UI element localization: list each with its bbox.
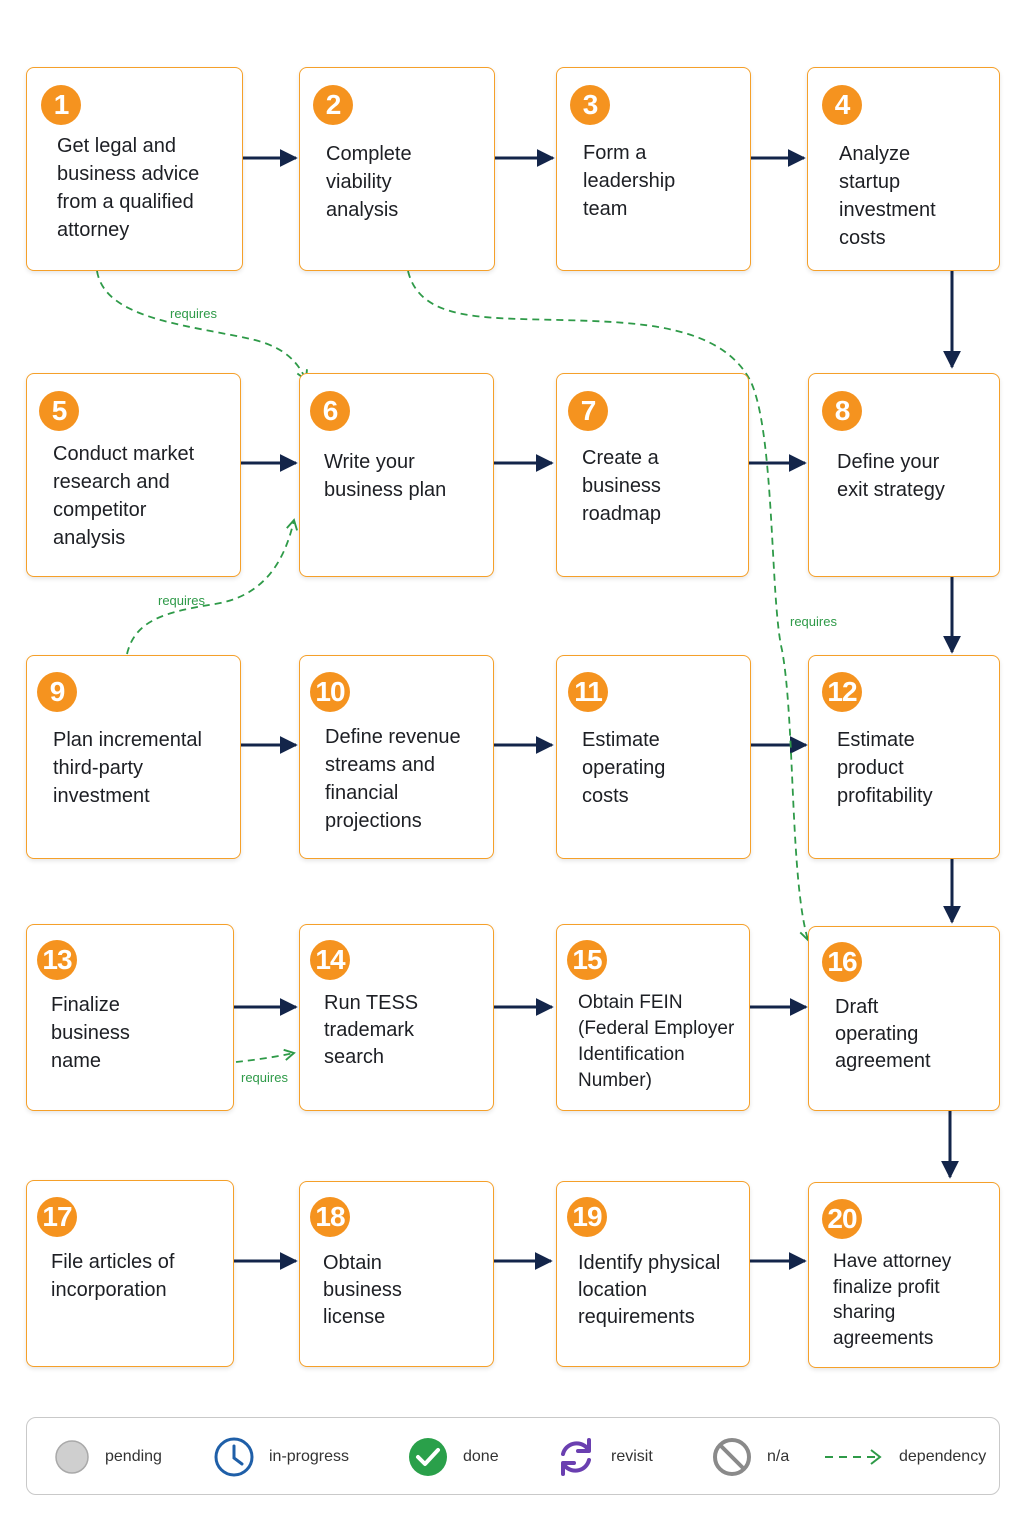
step-number-badge: 15 [567,940,607,980]
legend-label: dependency [899,1448,987,1465]
step-label: Analyze startup investment costs [839,143,936,249]
step-card-4[interactable]: 4 Analyze startup investment costs [807,67,1000,271]
pending-circle-icon [53,1438,91,1476]
step-number-badge: 17 [37,1197,77,1237]
step-number-badge: 7 [568,391,608,431]
step-number-badge: 16 [822,942,862,982]
dependency-label-13-14: requires [241,1070,288,1085]
step-number-badge: 20 [822,1199,862,1239]
step-label: Conduct market research and competitor a… [53,443,195,549]
legend-item-dependency: dependency [823,1418,986,1496]
dependency-label-9-6: requires [158,593,205,608]
legend-label: n/a [767,1448,790,1465]
legend-label: pending [105,1448,162,1465]
step-label: Run TESS trademark search [324,992,419,1068]
step-card-18[interactable]: 18 Obtain business license [299,1181,494,1367]
step-card-7[interactable]: 7 Create a business roadmap [556,373,749,577]
step-card-14[interactable]: 14 Run TESS trademark search [299,924,494,1111]
step-number-badge: 14 [310,940,350,980]
step-number-badge: 18 [310,1197,350,1237]
step-label: Draft operating agreement [835,996,931,1072]
step-label: Finalize business name [51,994,130,1072]
legend-item-na: n/a [711,1418,789,1496]
step-number-badge: 5 [39,391,79,431]
step-card-19[interactable]: 19 Identify physical location requiremen… [556,1181,750,1367]
step-card-5[interactable]: 5 Conduct market research and competitor… [26,373,241,577]
step-number-badge: 4 [822,85,862,125]
step-card-15[interactable]: 15 Obtain FEIN (Federal Employer Identif… [556,924,750,1111]
check-circle-icon [407,1436,449,1478]
step-card-20[interactable]: 20 Have attorney finalize profit sharing… [808,1182,1000,1368]
step-label: Complete viability analysis [326,143,412,221]
step-card-8[interactable]: 8 Define your exit strategy [808,373,1000,577]
step-number-badge: 6 [310,391,350,431]
dashed-arrow-icon [823,1447,885,1467]
step-label: Identify physical location requirements [578,1252,721,1328]
dependency-arrow-1-6 [96,270,308,382]
prohibited-icon [711,1436,753,1478]
step-number-badge: 8 [822,391,862,431]
dependency-label-2-16: requires [790,614,837,629]
legend-item-in-progress: in-progress [213,1418,349,1496]
step-card-13[interactable]: 13 Finalize business name [26,924,234,1111]
legend-label: in-progress [269,1448,350,1465]
legend-item-done: done [407,1418,499,1496]
step-card-1[interactable]: 1 Get legal and business advice from a q… [26,67,243,271]
dependency-arrow-13-14 [235,1048,296,1063]
step-number-badge: 11 [568,672,608,712]
step-card-10[interactable]: 10 Define revenue streams and financial … [299,655,494,859]
step-label: Create a business roadmap [582,447,661,525]
dependency-arrow-2-16 [407,270,812,942]
step-card-16[interactable]: 16 Draft operating agreement [808,926,1000,1111]
step-label: Have attorney finalize profit sharing ag… [833,1251,952,1349]
step-number-badge: 9 [37,672,77,712]
refresh-icon [555,1436,597,1478]
step-number-badge: 2 [313,85,353,125]
step-number-badge: 3 [570,85,610,125]
step-label: File articles of incorporation [51,1251,175,1301]
step-label: Get legal and business advice from a qua… [57,135,200,241]
step-number-badge: 19 [567,1197,607,1237]
step-card-3[interactable]: 3 Form a leadership team [556,67,751,271]
legend-item-pending: pending [53,1418,162,1496]
legend-label: revisit [611,1448,653,1465]
step-label: Plan incremental third-party investment [53,729,202,807]
step-card-12[interactable]: 12 Estimate product profitability [808,655,1000,859]
status-legend: pending in-progress done revisit n/a [26,1417,1000,1495]
step-card-6[interactable]: 6 Write your business plan [299,373,494,577]
clock-icon [213,1436,255,1478]
step-label: Obtain business license [323,1252,402,1328]
step-label: Form a leadership team [583,142,676,220]
step-label: Obtain FEIN (Federal Employer Identifica… [578,992,735,1091]
step-number-badge: 13 [37,940,77,980]
step-number-badge: 12 [822,672,862,712]
step-label: Write your business plan [324,451,447,501]
step-card-2[interactable]: 2 Complete viability analysis [299,67,495,271]
step-label: Estimate operating costs [582,729,666,807]
step-card-17[interactable]: 17 File articles of incorporation [26,1180,234,1367]
legend-item-revisit: revisit [555,1418,653,1496]
dependency-arrow-9-6 [126,518,298,655]
step-label: Define revenue streams and financial pro… [325,726,461,832]
step-label: Define your exit strategy [837,451,945,501]
step-label: Estimate product profitability [837,729,933,807]
step-number-badge: 1 [41,85,81,125]
legend-label: done [463,1448,499,1465]
step-card-11[interactable]: 11 Estimate operating costs [556,655,751,859]
step-number-badge: 10 [310,672,350,712]
dependency-label-1-6: requires [170,306,217,321]
step-card-9[interactable]: 9 Plan incremental third-party investmen… [26,655,241,859]
